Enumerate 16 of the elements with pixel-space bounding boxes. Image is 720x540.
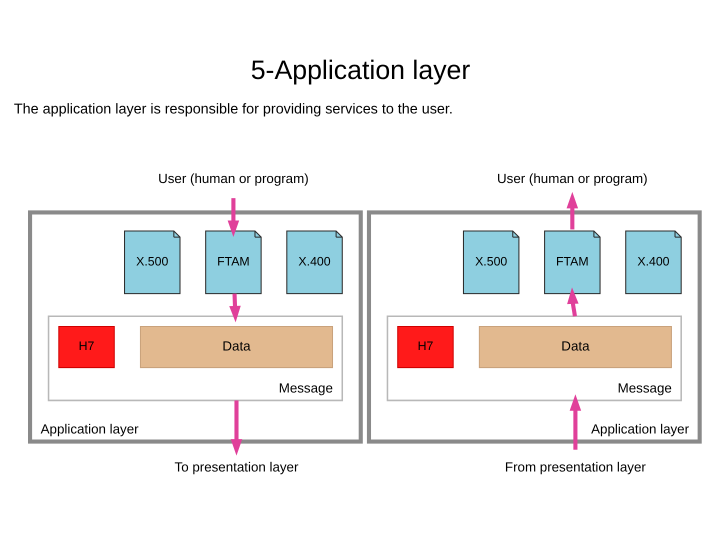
arrow (566, 192, 578, 230)
arrow (569, 394, 581, 450)
node-text: From presentation layer (504, 460, 646, 475)
node-box: H7 (58, 326, 114, 368)
diagram-title: 5-Application layer (250, 54, 470, 85)
arrow (566, 287, 578, 316)
node-box: H7 (396, 326, 454, 368)
arrow (230, 400, 242, 456)
arrow (227, 198, 239, 238)
node-text: To presentation layer (174, 460, 298, 475)
label: The application layer is responsible for providing services to the user. (13, 102, 452, 118)
node-box: Data (139, 326, 333, 368)
node-text: User (human or program) (496, 171, 648, 186)
arrow (228, 294, 240, 322)
node-text: User (human or program) (158, 171, 308, 186)
node-box: Data (478, 326, 672, 368)
